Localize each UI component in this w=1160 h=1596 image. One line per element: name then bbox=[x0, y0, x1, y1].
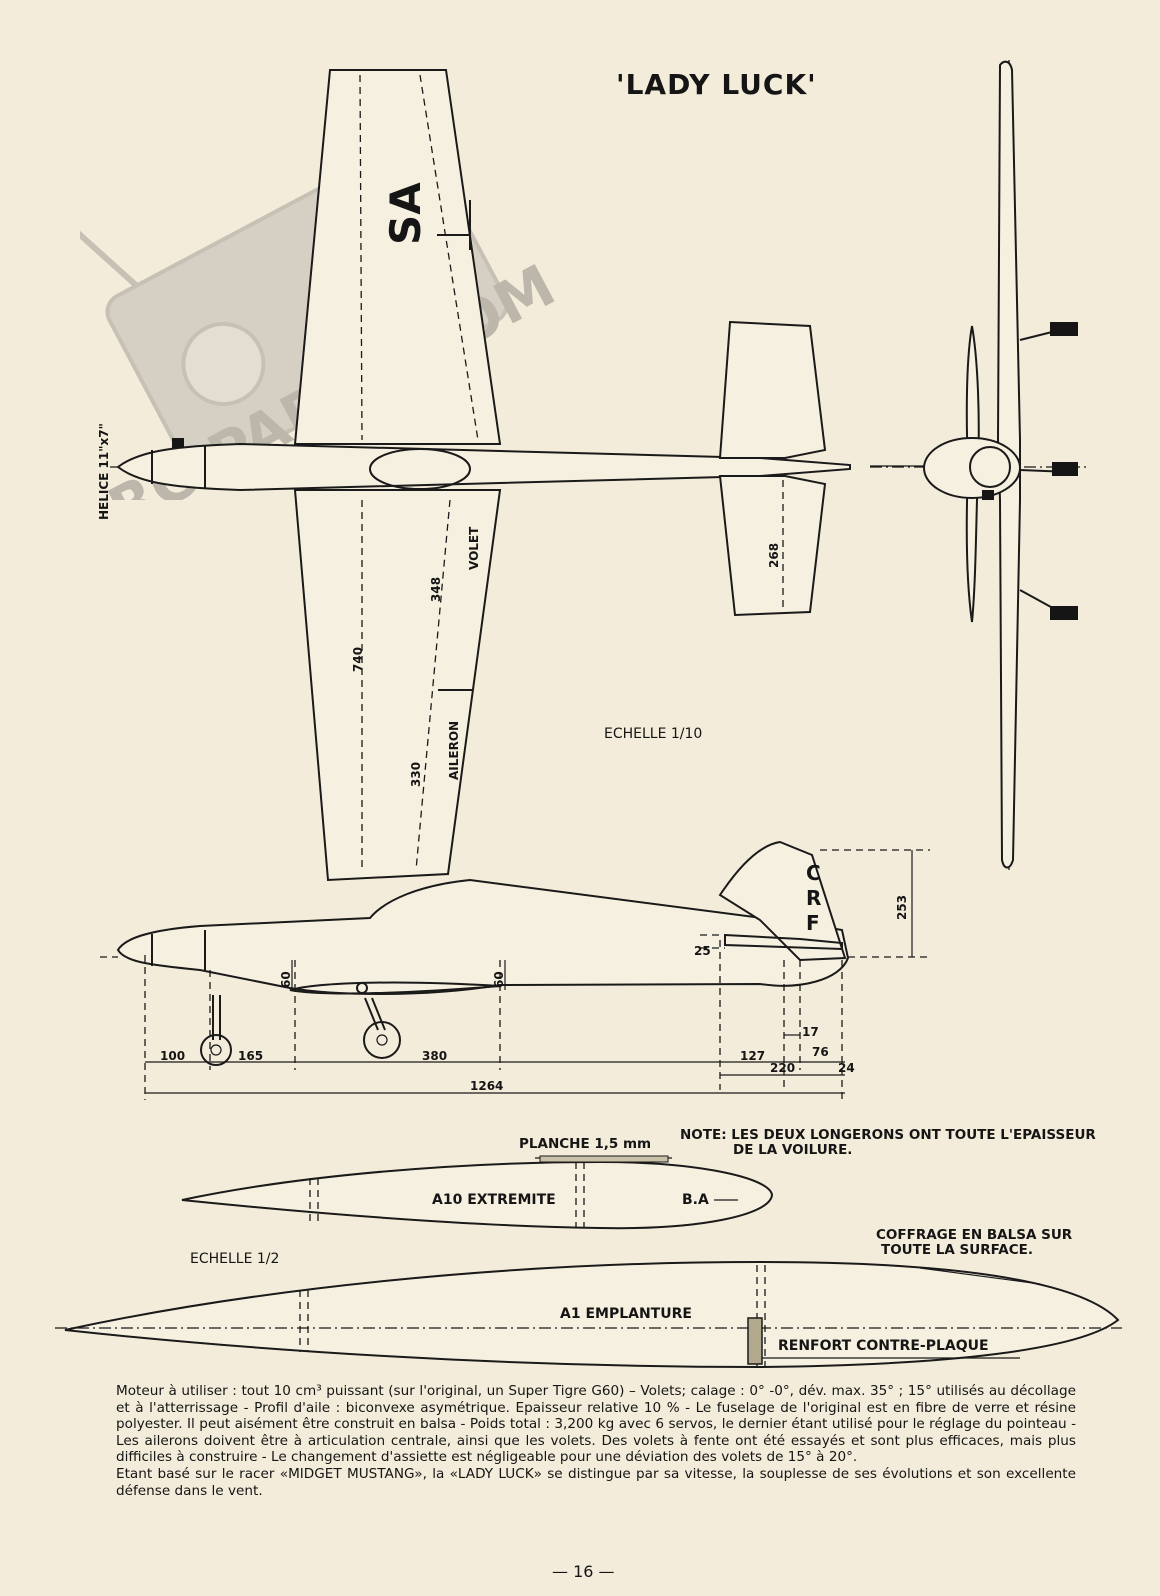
fuselage-markings: SA bbox=[381, 182, 430, 245]
front-view bbox=[870, 60, 1090, 870]
stab-dimension: 268 bbox=[767, 543, 781, 568]
notes-paragraph-1: Moteur à utiliser : tout 10 cm³ puissant… bbox=[116, 1383, 1076, 1466]
airfoil-sections bbox=[55, 1155, 1122, 1369]
coffrage-note: COFFRAGE EN BALSA SUR TOUTE LA SURFACE. bbox=[876, 1228, 1072, 1258]
dim-60-a: 60 bbox=[279, 971, 293, 988]
dim-253: 253 bbox=[895, 895, 909, 920]
dim-17: 17 bbox=[802, 1025, 819, 1039]
tip-section-label: A10 EXTREMITE bbox=[432, 1192, 556, 1208]
note-line-1: NOTE: LES DEUX LONGERONS ONT TOUTE L'EPA… bbox=[680, 1127, 1096, 1143]
fin-letter-r: R bbox=[806, 886, 821, 910]
scale-main: ECHELLE 1/10 bbox=[604, 726, 703, 742]
fin-letter-c: C bbox=[806, 861, 821, 885]
scale-sections: ECHELLE 1/2 bbox=[190, 1251, 280, 1267]
note-line-2: DE LA VOILURE. bbox=[733, 1142, 853, 1158]
propeller-label: HELICE 11"x7" bbox=[97, 423, 111, 520]
dim-25: 25 bbox=[694, 944, 711, 958]
aileron-label: AILERON bbox=[447, 721, 461, 780]
page-title: 'LADY LUCK' bbox=[616, 68, 817, 101]
dim-220: 220 bbox=[770, 1061, 795, 1075]
dim-1264: 1264 bbox=[470, 1079, 503, 1093]
notes-paragraph-2: Etant basé sur le racer «MIDGET MUSTANG»… bbox=[116, 1465, 1076, 1499]
dim-127: 127 bbox=[740, 1049, 765, 1063]
flap-label: VOLET bbox=[467, 526, 481, 570]
side-view: C R F bbox=[100, 840, 930, 1100]
span-dimension: 740 bbox=[351, 647, 365, 672]
flap-dimension: 348 bbox=[429, 577, 443, 602]
dim-380: 380 bbox=[422, 1049, 447, 1063]
root-section-label: A1 EMPLANTURE bbox=[560, 1306, 692, 1322]
note-spars: NOTE: LES DEUX LONGERONS ONT TOUTE L'EPA… bbox=[680, 1128, 1096, 1158]
dim-76: 76 bbox=[812, 1045, 829, 1059]
renfort-label: RENFORT CONTRE-PLAQUE bbox=[778, 1338, 989, 1354]
coffrage-line-1: COFFRAGE EN BALSA SUR bbox=[876, 1227, 1073, 1243]
aileron-dimension: 330 bbox=[409, 762, 423, 787]
coffrage-line-2: TOUTE LA SURFACE. bbox=[881, 1242, 1033, 1258]
page-number: — 16 — bbox=[552, 1562, 615, 1581]
leading-edge-label: B.A bbox=[682, 1192, 709, 1208]
planche-label: PLANCHE 1,5 mm bbox=[519, 1136, 652, 1152]
construction-notes: Moteur à utiliser : tout 10 cm³ puissant… bbox=[116, 1383, 1076, 1499]
dim-24: 24 bbox=[838, 1061, 855, 1075]
fin-letter-f: F bbox=[806, 911, 820, 935]
dim-100: 100 bbox=[160, 1049, 185, 1063]
dim-165: 165 bbox=[238, 1049, 263, 1063]
top-view: SA VOLET AILERON 740 348 330 HELICE 11"x… bbox=[97, 69, 851, 882]
dim-60-b: 60 bbox=[492, 971, 506, 988]
